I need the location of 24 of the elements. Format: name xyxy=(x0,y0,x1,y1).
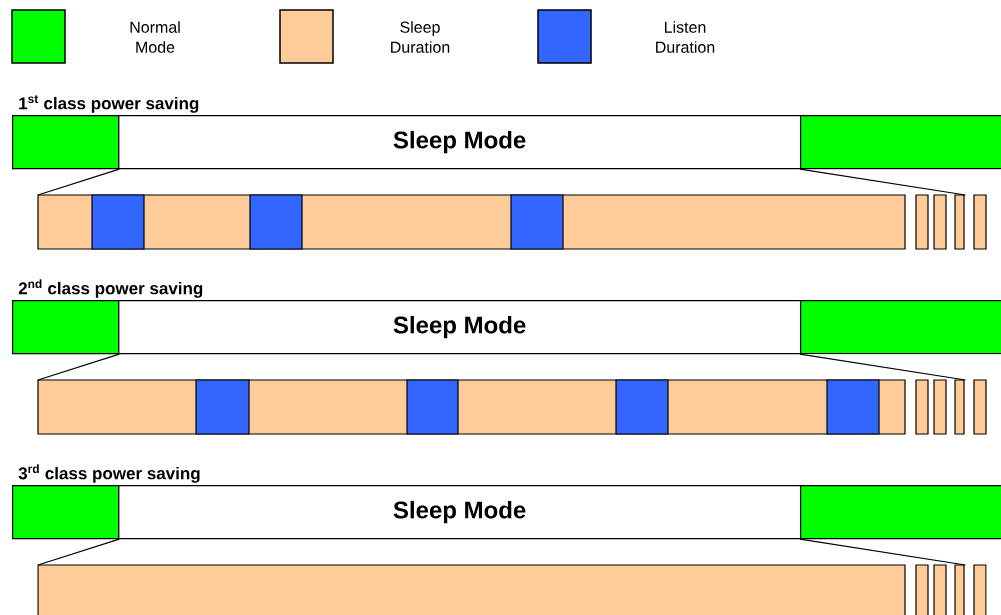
normal-mode-box xyxy=(800,115,1001,170)
zoom-line xyxy=(799,168,966,196)
class-heading: 3$^{rd}$ class power saving xyxy=(18,464,200,483)
normal-mode-box xyxy=(12,115,120,170)
legend-label: Listen Duration xyxy=(656,21,715,53)
sleep-mode-bar: Sleep Mode xyxy=(118,115,802,170)
class-heading: 1$^{st}$ class power saving xyxy=(19,95,199,113)
sleep-mode-bar: Sleep Mode xyxy=(118,300,802,355)
normal-mode-box xyxy=(800,300,1001,355)
class-heading: 2$^{nd}$ class power saving xyxy=(18,279,203,298)
zoom-line xyxy=(799,538,966,566)
zoom-line xyxy=(799,353,966,381)
timeline-bar xyxy=(37,564,987,615)
zoom-line xyxy=(37,353,120,381)
normal-mode-box xyxy=(12,300,120,355)
zoom-line xyxy=(37,538,120,566)
timeline-bar xyxy=(37,194,987,250)
zoom-line xyxy=(37,168,120,196)
legend-label: Sleep Duration xyxy=(391,21,450,53)
normal-mode-box xyxy=(800,485,1001,540)
legend-label: Normal Mode xyxy=(130,21,180,53)
normal-mode-box xyxy=(12,485,120,540)
timeline-bar xyxy=(37,379,987,435)
sleep-mode-bar: Sleep Mode xyxy=(118,485,802,540)
